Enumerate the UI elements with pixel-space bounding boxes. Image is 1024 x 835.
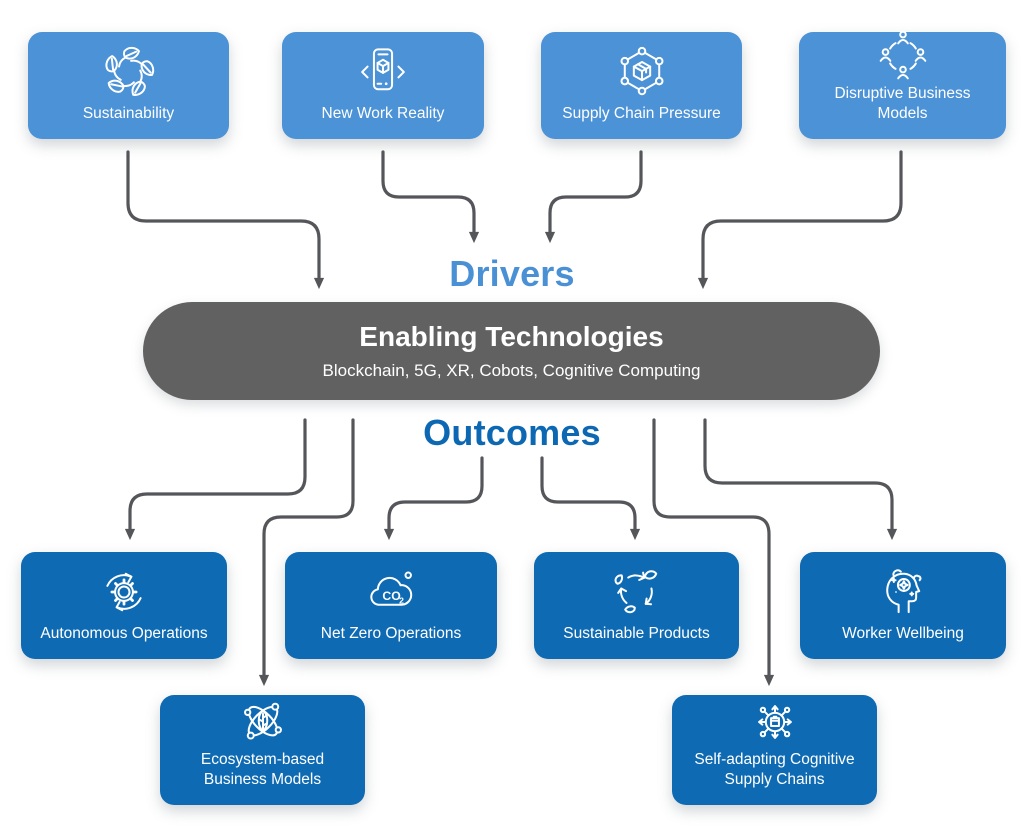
gear-refresh-icon <box>96 552 152 624</box>
box-label: Net Zero Operations <box>320 625 462 643</box>
arrow-enabling-to-ecosystem-models <box>258 418 355 687</box>
arrow-enabling-to-self-adapting <box>652 418 775 687</box>
smartphone-ar-icon <box>354 32 412 104</box>
enabling-title: Enabling Technologies <box>359 321 664 352</box>
outcome-box-autonomous-operations: Autonomous Operations <box>21 552 227 659</box>
arrow-sustainability-to-enabling <box>126 150 325 290</box>
co2-cloud-icon: CO 2 <box>361 552 421 624</box>
driver-box-sustainability: Sustainability <box>28 32 229 139</box>
arrow-new-work-reality-to-enabling <box>381 150 480 244</box>
driver-box-new-work-reality: New Work Reality <box>282 32 484 139</box>
outcome-box-sustainable-products: Sustainable Products <box>534 552 739 659</box>
enabling-technologies-pill: Enabling Technologies Blockchain, 5G, XR… <box>143 302 880 400</box>
box-label: Worker Wellbeing <box>842 625 964 643</box>
arrow-enabling-to-sustainable-products <box>540 456 641 541</box>
outcome-box-self-adapting-supply-chains: Self-adapting Cognitive Supply Chains <box>672 695 877 805</box>
orbit-leaf-icon <box>235 687 291 750</box>
head-wellness-icon <box>875 552 931 624</box>
people-cycle-icon <box>875 21 931 84</box>
arrow-disruptive-business-to-enabling <box>697 150 903 290</box>
co2-subscript: 2 <box>399 595 404 605</box>
adaptive-package-network-icon <box>747 687 803 750</box>
enabling-subtitle: Blockchain, 5G, XR, Cobots, Cognitive Co… <box>322 361 701 380</box>
arrow-enabling-to-net-zero <box>383 456 484 541</box>
drivers-section-label: Drivers <box>449 253 575 294</box>
box-label: New Work Reality <box>321 105 445 123</box>
box-label: Self-adapting Cognitive Supply Chains <box>694 751 855 789</box>
outcome-box-ecosystem-business-models: Ecosystem-based Business Models <box>160 695 365 805</box>
outcome-box-net-zero-operations: CO 2 Net Zero Operations <box>285 552 497 659</box>
arrow-supply-chain-pressure-to-enabling <box>544 150 643 244</box>
box-label: Sustainability <box>82 105 175 123</box>
outcome-box-worker-wellbeing: Worker Wellbeing <box>800 552 1006 659</box>
arrow-enabling-to-worker-wellbeing <box>703 418 898 541</box>
leaf-wreath-icon <box>100 32 158 104</box>
driver-box-supply-chain-pressure: Supply Chain Pressure <box>541 32 742 139</box>
co2-text: CO <box>382 589 400 603</box>
recycle-leaves-icon <box>609 552 665 624</box>
driver-box-disruptive-business-models: Disruptive Business Models <box>799 32 1006 139</box>
package-hexagon-network-icon <box>613 32 671 104</box>
arrow-enabling-to-autonomous-operations <box>124 418 307 541</box>
box-label: Supply Chain Pressure <box>562 105 721 123</box>
box-label: Disruptive Business Models <box>834 85 971 123</box>
box-label: Autonomous Operations <box>40 625 208 643</box>
box-label: Ecosystem-based Business Models <box>200 751 325 789</box>
box-label: Sustainable Products <box>563 625 710 643</box>
outcomes-section-label: Outcomes <box>423 412 601 453</box>
